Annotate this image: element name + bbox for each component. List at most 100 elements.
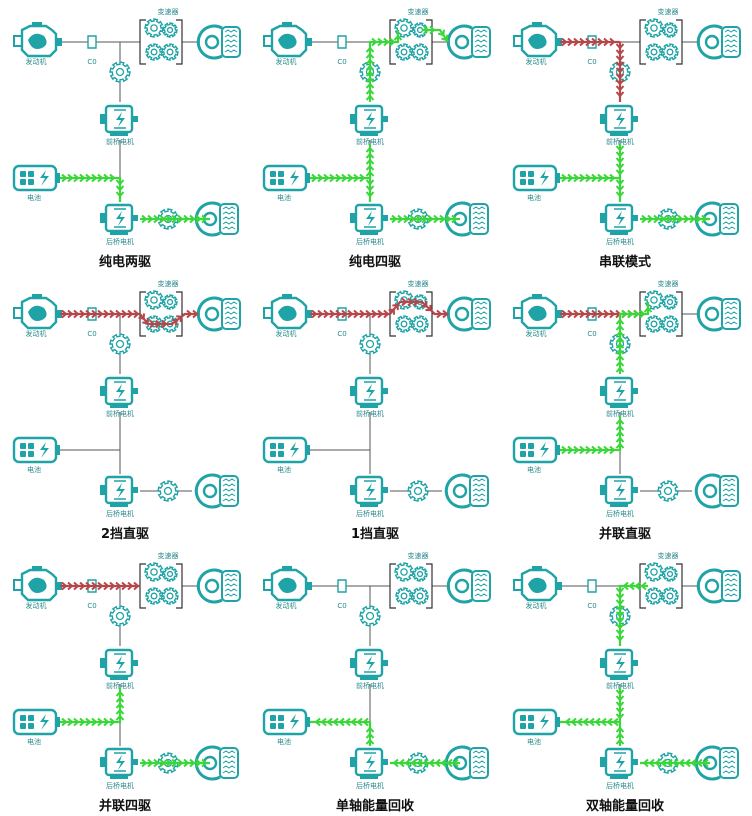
- front-motor-icon: [600, 104, 638, 136]
- clutch-label: C0: [87, 58, 96, 66]
- mode-title: 双轴能量回收: [585, 799, 664, 814]
- battery-label: 电池: [27, 737, 41, 746]
- front-motor-icon: [600, 376, 638, 408]
- clutch-label: C0: [587, 58, 596, 66]
- clutch-label: C0: [87, 602, 96, 610]
- clutch-label: C0: [587, 602, 596, 610]
- front-motor-icon: [600, 648, 638, 680]
- mode-title: 并联直驱: [598, 527, 651, 542]
- battery-icon: [512, 708, 560, 736]
- electric-flow-arrow: [422, 25, 449, 43]
- rear-motor-label: 后桥电机: [356, 237, 384, 246]
- gearbox-gear-icon: [145, 43, 163, 61]
- wheel-icon: [696, 568, 741, 604]
- gearbox-label: 变速器: [658, 279, 679, 288]
- gearbox-gear-icon: [662, 22, 678, 38]
- front-motor-label: 前桥电机: [356, 137, 384, 146]
- wheel-icon: [446, 24, 491, 60]
- front-motor-label: 前桥电机: [356, 409, 384, 418]
- front-motor-icon: [350, 648, 388, 680]
- rear-motor-icon: [350, 475, 388, 507]
- rear-motor-icon: [600, 747, 638, 779]
- wheel-icon: [444, 473, 489, 509]
- mode-title: 串联模式: [598, 255, 651, 270]
- engine-label: 发动机: [276, 57, 297, 66]
- wheel-icon: [196, 24, 241, 60]
- rear-motor-icon: [350, 747, 388, 779]
- electric-flow-arrow: [560, 717, 625, 746]
- front-motor-label: 前桥电机: [606, 137, 634, 146]
- battery-icon: [262, 708, 310, 736]
- gearbox-icon: [639, 562, 683, 609]
- gearbox-gear-icon: [644, 18, 664, 38]
- electric-flow-arrow: [60, 688, 125, 727]
- engine-label: 发动机: [276, 601, 297, 610]
- electric-flow-arrow: [390, 214, 460, 224]
- electric-flow-arrow: [390, 758, 460, 768]
- gearbox-gear-icon: [644, 290, 664, 310]
- rear-motor-label: 后桥电机: [106, 237, 134, 246]
- gearbox-label: 变速器: [408, 7, 429, 16]
- gearbox-gear-icon: [645, 43, 663, 61]
- gearbox-gear-icon: [395, 315, 413, 333]
- gearbox-gear-icon: [394, 562, 414, 582]
- clutch-label: C0: [337, 330, 346, 338]
- rear-motor-label: 后桥电机: [606, 509, 634, 518]
- gearbox-gear-icon: [144, 18, 164, 38]
- engine-label: 发动机: [526, 329, 547, 338]
- front-motor-label: 前桥电机: [106, 681, 134, 690]
- rear-motor-icon: [100, 747, 138, 779]
- front-axle-gear-icon: [109, 605, 131, 627]
- wheel-icon: [696, 296, 741, 332]
- gearbox-gear-icon: [162, 294, 178, 310]
- rear-gear-icon: [157, 480, 179, 502]
- gearbox-gear-icon: [144, 290, 164, 310]
- battery-icon: [12, 164, 60, 192]
- mode-title: 1挡直驱: [350, 527, 400, 542]
- fuel-flow-arrow: [560, 37, 620, 47]
- rear-motor-icon: [100, 203, 138, 235]
- mode-title: 纯电两驱: [98, 255, 151, 270]
- front-axle-gear-icon: [109, 61, 131, 83]
- gearbox-label: 变速器: [408, 279, 429, 288]
- engine-icon: [513, 566, 562, 602]
- engine-label: 发动机: [26, 57, 47, 66]
- clutch-icon: [337, 579, 347, 593]
- wheel-icon: [196, 296, 241, 332]
- front-motor-icon: [100, 376, 138, 408]
- mode-title: 单轴能量回收: [335, 799, 414, 814]
- electric-flow-arrow: [365, 30, 403, 102]
- gearbox-icon: [389, 562, 433, 609]
- engine-icon: [13, 294, 62, 330]
- engine-icon: [13, 22, 62, 58]
- battery-label: 电池: [277, 193, 291, 202]
- engine-label: 发动机: [26, 601, 47, 610]
- rear-motor-label: 后桥电机: [356, 781, 384, 790]
- clutch-label: C0: [87, 330, 96, 338]
- battery-label: 电池: [277, 737, 291, 746]
- gearbox-label: 变速器: [158, 279, 179, 288]
- rear-motor-label: 后桥电机: [356, 509, 384, 518]
- gearbox-gear-icon: [661, 587, 679, 605]
- gearbox-gear-icon: [645, 315, 663, 333]
- gearbox-gear-icon: [395, 587, 413, 605]
- gearbox-gear-icon: [411, 315, 429, 333]
- front-motor-icon: [100, 104, 138, 136]
- gearbox-icon: [139, 562, 183, 609]
- clutch-icon: [87, 35, 97, 49]
- engine-icon: [513, 294, 562, 330]
- engine-label: 发动机: [276, 329, 297, 338]
- electric-flow-arrow: [310, 717, 375, 746]
- battery-icon: [12, 708, 60, 736]
- clutch-label: C0: [337, 58, 346, 66]
- battery-label: 电池: [527, 737, 541, 746]
